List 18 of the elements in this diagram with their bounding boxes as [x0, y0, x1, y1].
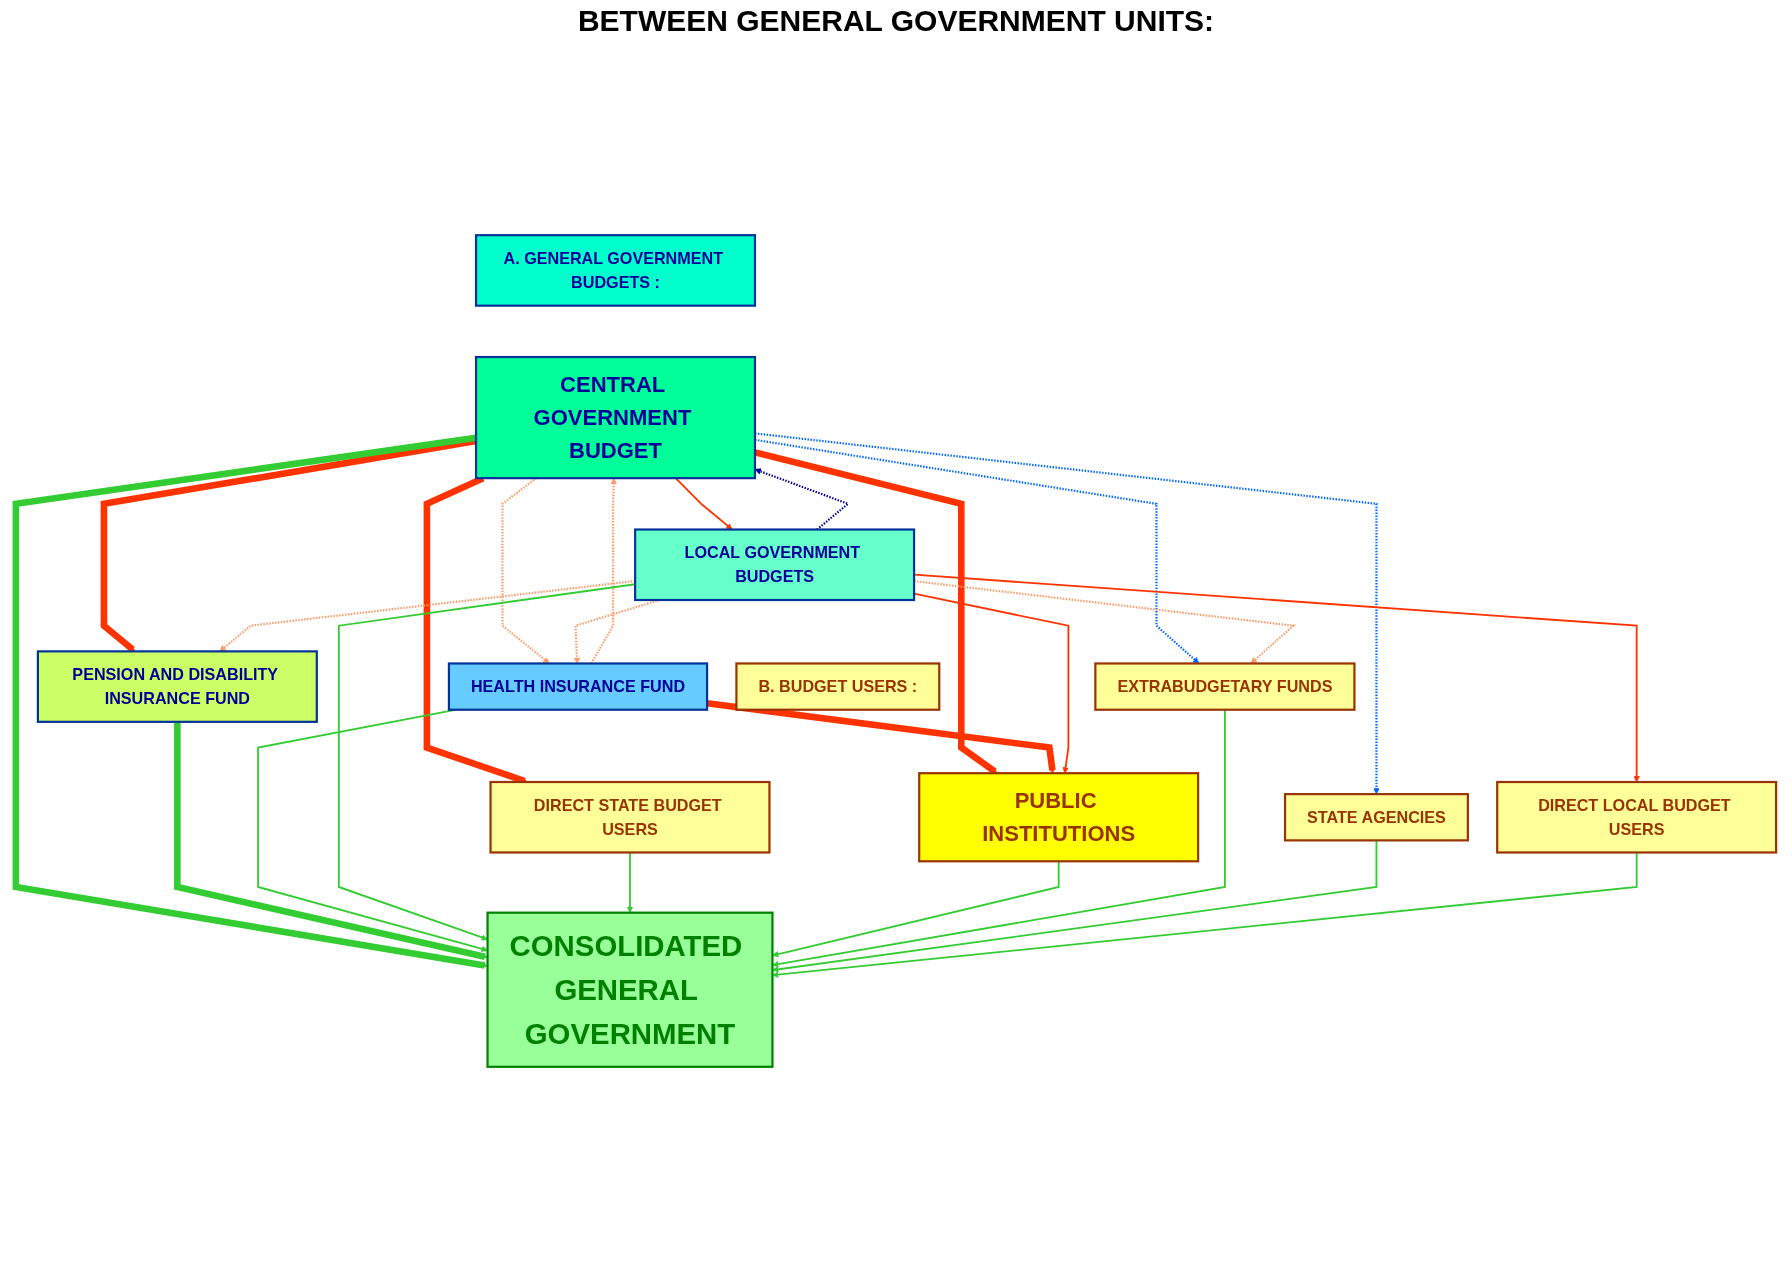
node-box: PUBLIC INSTITUTIONS [918, 772, 1200, 863]
node-box: B. BUDGET USERS : [735, 662, 941, 711]
node-box: CONSOLIDATED GENERAL GOVERNMENT [486, 911, 774, 1068]
arrow [754, 432, 1380, 795]
node-box: PENSION AND DISABILITY INSURANCE FUND [36, 650, 318, 723]
node-box: DIRECT STATE BUDGET USERS [489, 780, 771, 854]
node-box: CENTRAL GOVERNMENT BUDGET [474, 355, 757, 480]
node-box: LOCAL GOVERNMENT BUDGETS [634, 528, 916, 602]
arrow [12, 434, 488, 969]
node-box: A. GENERAL GOVERNMENT BUDGETS : [474, 234, 757, 307]
arrow [174, 721, 488, 960]
node-box: HEALTH INSURANCE FUND [447, 662, 709, 711]
diagram-title: BETWEEN GENERAL GOVERNMENT UNITS: [576, 4, 1216, 38]
arrow [257, 708, 488, 952]
node-box: STATE AGENCIES [1283, 793, 1469, 842]
node-box: DIRECT LOCAL BUDGET USERS [1496, 780, 1778, 854]
node-box: EXTRABUDGETARY FUNDS [1094, 662, 1356, 711]
arrow [754, 438, 1200, 664]
